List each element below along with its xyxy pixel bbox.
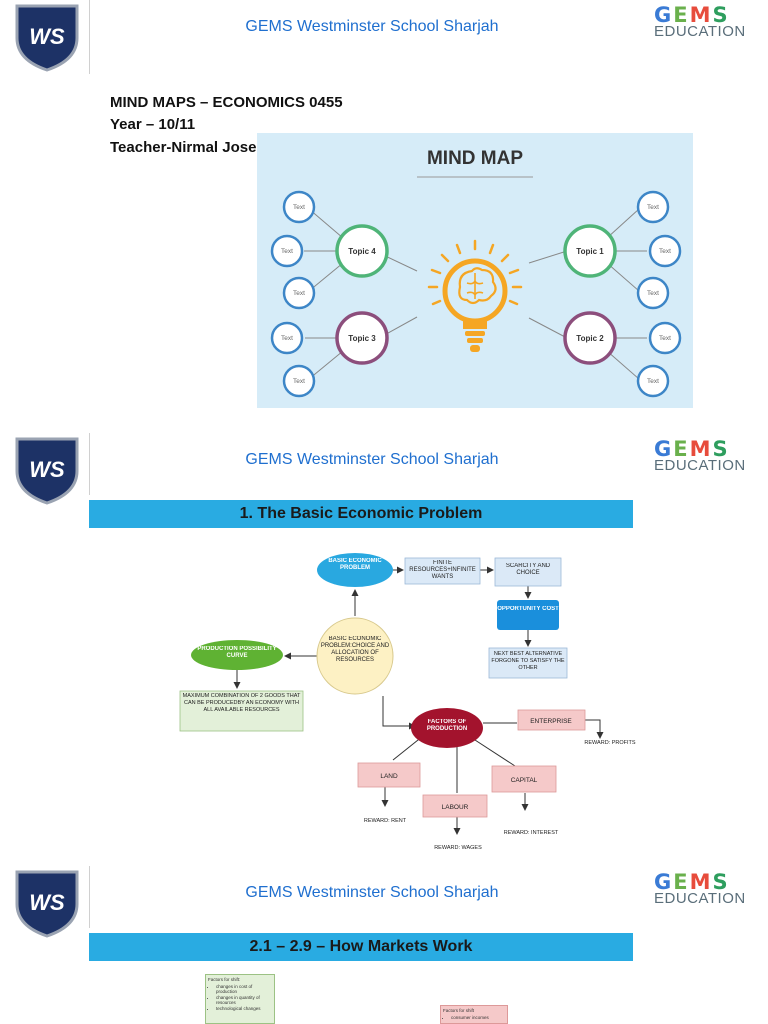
supply-shift-item: changes in cost of production bbox=[216, 984, 272, 995]
ws-logo-text: WS bbox=[29, 890, 65, 915]
basic-economic-problem-diagram: BASIC ECONOMIC PROBLEM FINITE RESOURCES+… bbox=[179, 553, 636, 851]
header-divider bbox=[89, 433, 90, 495]
gems-education-label: EDUCATION bbox=[654, 457, 746, 474]
reward-wages-label: REWARD: WAGES bbox=[434, 845, 482, 851]
topic-3-circle bbox=[335, 311, 389, 365]
enterprise-label: ENTERPRISE bbox=[530, 718, 572, 725]
land-label: LAND bbox=[380, 773, 398, 780]
text-circle bbox=[282, 276, 316, 310]
reward-interest-label: REWARD: INTEREST bbox=[503, 830, 559, 836]
section-2-banner: 2.1 – 2.9 – How Markets Work bbox=[89, 933, 633, 961]
reward-rent-label: REWARD: RENT bbox=[363, 818, 407, 824]
opportunity-cost-label: OPPORTUNITY COST bbox=[497, 606, 559, 612]
gems-education-logo: GEMS EDUCATION bbox=[654, 872, 754, 907]
reward-profits-label: REWARD: PROFITS bbox=[584, 740, 636, 746]
text-label: Text bbox=[647, 204, 659, 211]
school-shield-logo: WS bbox=[14, 2, 80, 72]
intro-line-2: Year – 10/11 bbox=[110, 116, 196, 133]
section-1-banner: 1. The Basic Economic Problem bbox=[89, 500, 633, 528]
topic-1-label: Topic 1 bbox=[576, 247, 604, 256]
supply-shift-title: Factors for shift: bbox=[208, 977, 241, 982]
topic-3-label: Topic 3 bbox=[348, 334, 376, 343]
ws-logo-text: WS bbox=[29, 24, 65, 49]
text-label: Text bbox=[293, 378, 305, 385]
factors-label: FACTORS OF PRODUCTION bbox=[426, 719, 468, 732]
text-circle bbox=[636, 364, 670, 398]
mind-map-template: MIND MAP Text Text Text Text Text bbox=[257, 133, 693, 408]
text-circle bbox=[282, 190, 316, 224]
max-combination-node bbox=[179, 690, 304, 732]
text-circle bbox=[270, 321, 304, 355]
demand-shift-title: Factors for shift bbox=[443, 1008, 475, 1013]
capital-node bbox=[491, 765, 557, 793]
ws-logo-text: WS bbox=[29, 457, 65, 482]
topic-1-circle bbox=[563, 224, 617, 278]
finite-resources-node bbox=[404, 557, 481, 585]
intro-line-3: Teacher-Nirmal Josephine bbox=[110, 139, 297, 156]
enterprise-node bbox=[517, 709, 586, 731]
capital-label: CAPITAL bbox=[511, 777, 538, 784]
gems-education-logo: GEMS EDUCATION bbox=[654, 439, 754, 474]
mind-map-title: MIND MAP bbox=[427, 148, 523, 169]
labour-node bbox=[422, 794, 488, 818]
text-label: Text bbox=[293, 204, 305, 211]
scarcity-label: SCARCITY AND CHOICE bbox=[505, 563, 551, 576]
next-best-label: NEXT BEST ALTERNATIVE FORGONE TO SATISFY… bbox=[491, 651, 565, 671]
text-label: Text bbox=[281, 335, 293, 342]
basic-problem-node bbox=[317, 553, 393, 587]
lightbulb-brain-icon bbox=[427, 239, 523, 352]
factors-node bbox=[411, 708, 483, 748]
gems-education-logo: GEMS EDUCATION bbox=[654, 5, 754, 40]
demand-shift-item: consumer incomes bbox=[451, 1015, 505, 1021]
header-divider bbox=[89, 0, 90, 74]
max-combination-label: MAXIMUM COMBINATION OF 2 GOODS THAT CAN … bbox=[182, 693, 301, 713]
labour-label: LABOUR bbox=[442, 804, 469, 811]
center-node bbox=[316, 617, 394, 695]
school-shield-logo: WS bbox=[14, 435, 80, 505]
supply-shift-item: technological changes bbox=[216, 1006, 272, 1012]
text-circle bbox=[636, 276, 670, 310]
opportunity-cost-node bbox=[497, 600, 559, 630]
text-label: Text bbox=[293, 290, 305, 297]
ppc-label: PRODUCTION POSSIBILITY CURVE bbox=[197, 646, 277, 659]
text-label: Text bbox=[647, 290, 659, 297]
text-label: Text bbox=[647, 378, 659, 385]
header-divider bbox=[89, 866, 90, 928]
topic-4-label: Topic 4 bbox=[348, 247, 376, 256]
gems-education-label: EDUCATION bbox=[654, 23, 746, 40]
intro-line-1: MIND MAPS – ECONOMICS 0455 bbox=[110, 94, 343, 111]
text-circle bbox=[270, 234, 304, 268]
gems-education-label: EDUCATION bbox=[654, 890, 746, 907]
center-label: BASIC ECONOMIC PROBLEM:CHOICE AND ALLOCA… bbox=[320, 636, 390, 663]
text-label: Text bbox=[281, 248, 293, 255]
school-shield-logo: WS bbox=[14, 868, 80, 938]
text-circle bbox=[282, 364, 316, 398]
topic-2-label: Topic 2 bbox=[576, 334, 604, 343]
text-circle bbox=[648, 234, 682, 268]
school-name: GEMS Westminster School Sharjah bbox=[245, 884, 499, 901]
school-name: GEMS Westminster School Sharjah bbox=[245, 18, 499, 35]
school-name: GEMS Westminster School Sharjah bbox=[245, 451, 499, 468]
text-circle bbox=[636, 190, 670, 224]
topic-2-circle bbox=[563, 311, 617, 365]
land-node bbox=[357, 762, 421, 788]
finite-resources-label: FINITE RESOURCES+INFINITE WANTS bbox=[409, 560, 476, 580]
topic-4-circle bbox=[335, 224, 389, 278]
ppc-node bbox=[191, 640, 283, 670]
text-circle bbox=[648, 321, 682, 355]
supply-shift-factors-box: Factors for shift: changes in cost of pr… bbox=[205, 974, 275, 1024]
text-label: Text bbox=[659, 248, 671, 255]
scarcity-node bbox=[494, 557, 562, 587]
supply-shift-item: changes in quantity of resources bbox=[216, 995, 272, 1006]
demand-shift-factors-box: Factors for shift consumer incomes bbox=[440, 1005, 508, 1024]
next-best-node bbox=[488, 647, 568, 679]
basic-problem-label: BASIC ECONOMIC PROBLEM bbox=[328, 558, 382, 571]
text-label: Text bbox=[659, 335, 671, 342]
